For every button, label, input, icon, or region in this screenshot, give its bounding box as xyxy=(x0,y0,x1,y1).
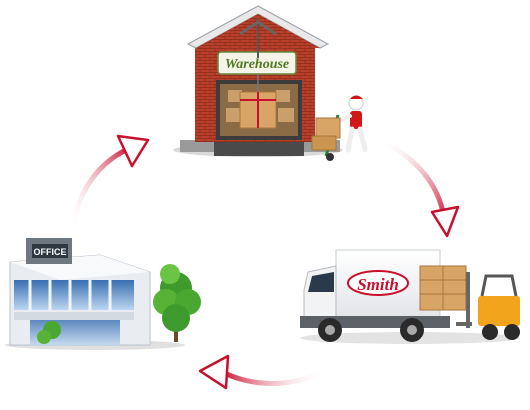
forklift-icon xyxy=(456,272,520,340)
arrow-office-to-warehouse xyxy=(69,134,150,233)
arrow-truck-to-office xyxy=(198,354,328,390)
office-building-icon: OFFICE xyxy=(5,238,201,350)
worker-with-hand-truck-icon xyxy=(311,95,368,161)
office-label: OFFICE xyxy=(34,247,67,257)
truck-label: Smith xyxy=(357,275,399,294)
delivery-truck-icon: Smith xyxy=(300,249,520,344)
warehouse-label: Warehouse xyxy=(225,57,289,72)
tree-icon xyxy=(37,264,201,344)
arrow-warehouse-to-truck xyxy=(377,137,460,238)
warehouse-building-icon: Warehouse xyxy=(173,5,368,161)
